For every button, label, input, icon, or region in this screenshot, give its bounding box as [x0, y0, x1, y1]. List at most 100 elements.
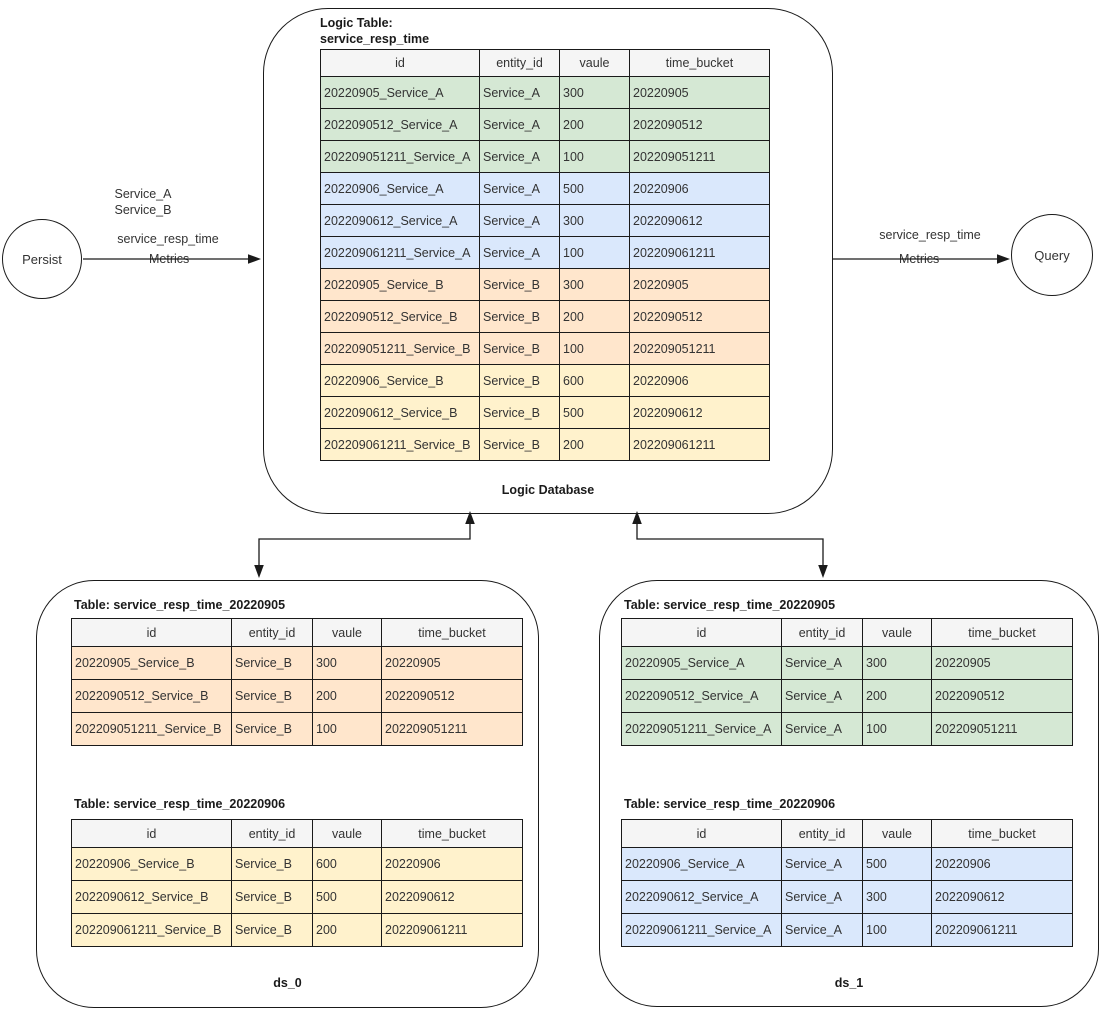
table-cell: Service_B [231, 646, 313, 680]
table-cell: 2022090512_Service_A [320, 108, 480, 141]
table-cell: 2022090512 [381, 679, 523, 713]
table-cell: 100 [312, 712, 382, 746]
column-header: time_bucket [381, 618, 523, 647]
table-cell: 300 [559, 76, 630, 109]
column-header: entity_id [479, 49, 560, 77]
table-cell: Service_A [479, 76, 560, 109]
table-cell: Service_B [479, 396, 560, 429]
column-header: time_bucket [381, 819, 523, 848]
table-cell: 202209051211 [629, 332, 770, 365]
column-header: entity_id [781, 819, 863, 848]
ds-1-label: ds_1 [834, 976, 864, 990]
column-header: id [621, 819, 782, 848]
table-cell: Service_A [781, 679, 863, 713]
logic-table-title: Logic Table: service_resp_time [320, 16, 430, 46]
column-header: vaule [312, 819, 382, 848]
table-cell: 20220905 [629, 76, 770, 109]
table-cell: 20220905_Service_A [621, 646, 782, 680]
table-cell: 300 [862, 646, 932, 680]
table-cell: 20220906_Service_B [71, 847, 232, 881]
table-cell: 2022090512_Service_B [320, 300, 480, 333]
table-cell: 20220906_Service_A [320, 172, 480, 205]
table-cell: 20220905_Service_B [320, 268, 480, 301]
table-cell: 100 [862, 913, 932, 947]
table-cell: 300 [312, 646, 382, 680]
table-cell: Service_B [479, 428, 560, 461]
table-cell: Service_B [479, 300, 560, 333]
table-cell: Service_A [781, 880, 863, 914]
table-cell: 300 [559, 204, 630, 237]
db-to-ds1-connector-line [636, 518, 824, 571]
table-cell: 600 [312, 847, 382, 881]
query-edge-metric-name-label: service_resp_time [879, 228, 981, 242]
table-cell: 2022090612 [931, 880, 1073, 914]
table-cell: 2022090512 [629, 300, 770, 333]
table-cell: Service_A [781, 646, 863, 680]
table-cell: 202209061211 [629, 236, 770, 269]
table-cell: 202209051211_Service_B [71, 712, 232, 746]
persist-edge-metrics-label: Metrics [147, 252, 192, 266]
table-cell: 202209061211 [381, 913, 523, 947]
query-edge-metrics-label: Metrics [897, 252, 942, 266]
table-cell: 2022090612 [629, 204, 770, 237]
table-cell: Service_A [479, 204, 560, 237]
table-cell: 202209051211 [629, 140, 770, 173]
persist-to-db-arrowhead-icon [248, 254, 261, 264]
table-cell: 202209061211_Service_A [320, 236, 480, 269]
table-cell: 200 [312, 913, 382, 947]
persist-node: Persist [2, 219, 82, 299]
table-cell: Service_A [479, 108, 560, 141]
table-cell: Service_B [479, 268, 560, 301]
table-cell: Service_A [479, 140, 560, 173]
table-cell: 202209061211_Service_A [621, 913, 782, 947]
table-cell: 100 [559, 140, 630, 173]
table-cell: 2022090512_Service_A [621, 679, 782, 713]
column-header: id [71, 819, 232, 848]
db-to-ds0-connector-line [258, 518, 471, 571]
persist-edge-metric-name-label: service_resp_time [117, 232, 219, 246]
table-cell: Service_B [231, 847, 313, 881]
table-cell: 202209051211_Service_B [320, 332, 480, 365]
table-cell: 200 [559, 428, 630, 461]
table-cell: 202209061211_Service_B [71, 913, 232, 947]
table-cell: 500 [862, 847, 932, 881]
db-to-query-arrowhead-icon [997, 254, 1010, 264]
table-cell: 20220906 [381, 847, 523, 881]
table-cell: 20220906 [629, 364, 770, 397]
column-header: time_bucket [931, 618, 1073, 647]
table-cell: 202209051211 [381, 712, 523, 746]
table-cell: 202209061211 [629, 428, 770, 461]
column-header: vaule [862, 819, 932, 848]
table-cell: Service_A [781, 913, 863, 947]
table-cell: Service_A [479, 236, 560, 269]
ds1-table1-title: Table: service_resp_time_20220905 [624, 598, 836, 612]
column-header: vaule [559, 49, 630, 77]
column-header: entity_id [231, 618, 313, 647]
table-cell: Service_B [479, 332, 560, 365]
table-cell: 2022090512 [931, 679, 1073, 713]
column-header: entity_id [781, 618, 863, 647]
table-cell: 2022090612 [629, 396, 770, 429]
column-header: vaule [312, 618, 382, 647]
